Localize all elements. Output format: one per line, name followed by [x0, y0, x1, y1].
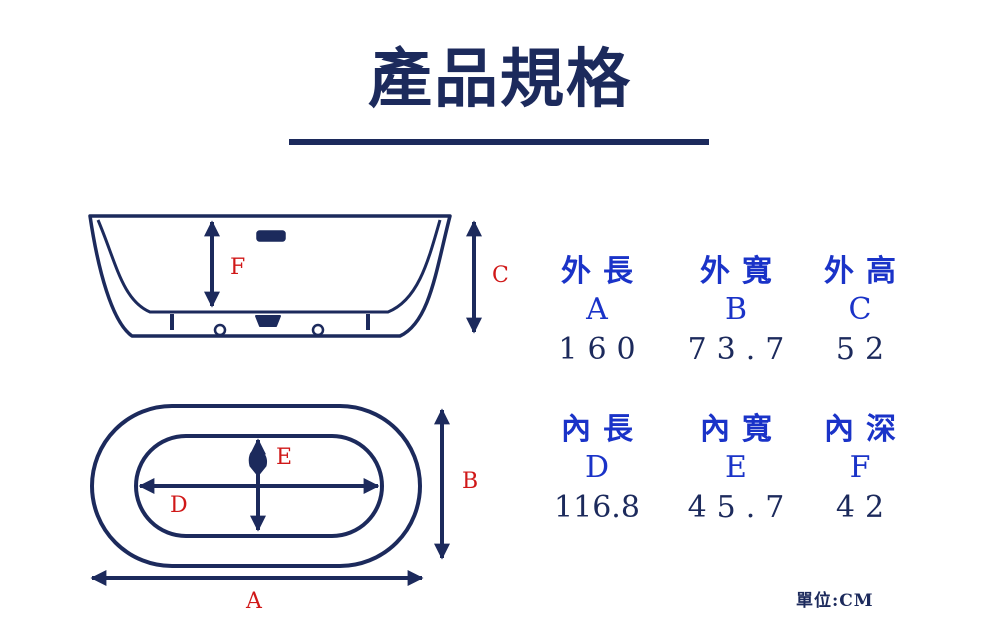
dimension-e-label: E	[276, 445, 292, 470]
dimension-a-label: A	[245, 589, 263, 614]
spec-value: 42	[835, 490, 895, 525]
spec-value: 116.8	[554, 490, 640, 525]
spec-value: 52	[835, 332, 895, 367]
spec-inner-length: 內長 D 116.8	[522, 410, 672, 530]
spec-label: 內寬	[700, 412, 784, 447]
unit-note: 單位:CM	[796, 591, 874, 611]
spec-label: 外高	[824, 254, 908, 289]
spec-code: D	[584, 450, 610, 485]
spec-code: B	[724, 292, 748, 327]
spec-inner-width: 內寬 E 45.7	[661, 410, 811, 530]
page-title: 產品規格	[368, 42, 632, 117]
spec-value: 160	[558, 332, 646, 367]
spec-code: A	[586, 292, 608, 327]
tub-side-view	[88, 214, 452, 338]
dimension-b-label: B	[462, 469, 478, 494]
spec-code: C	[848, 292, 872, 327]
spec-outer-length: 外長 A 160	[522, 252, 672, 372]
spec-label: 外長	[561, 254, 645, 289]
spec-outer-height: 外高 C 52	[785, 252, 935, 372]
spec-label: 外寬	[700, 254, 784, 289]
title-underline	[289, 139, 709, 145]
dimension-d-label: D	[170, 493, 188, 518]
spec-value: 73.7	[687, 332, 795, 367]
spec-label: 內深	[824, 412, 908, 447]
spec-value: 45.7	[687, 490, 795, 525]
dimension-f-label: F	[230, 255, 245, 280]
dimension-c-label: C	[492, 263, 509, 288]
spec-outer-width: 外寬 B 73.7	[661, 252, 811, 372]
spec-inner-depth: 內深 F 42	[785, 410, 935, 530]
spec-code: E	[725, 450, 747, 485]
spec-code: F	[849, 450, 871, 485]
spec-label: 內長	[561, 412, 645, 447]
